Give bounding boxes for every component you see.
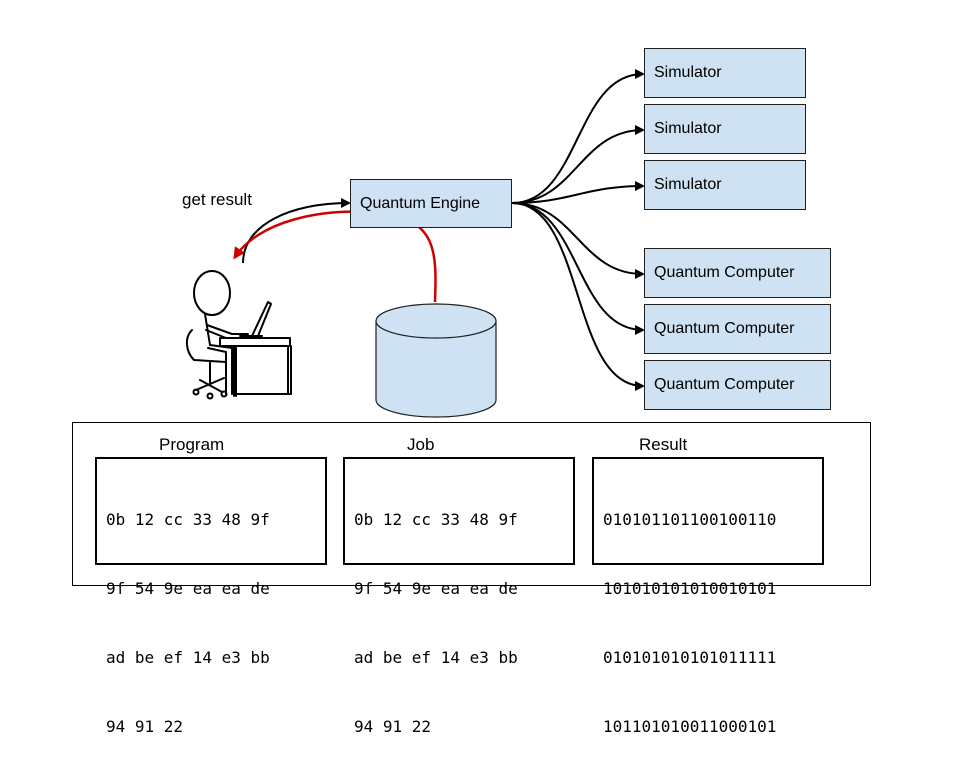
job-line: 94 91 22	[354, 717, 432, 736]
result-title: Result	[639, 435, 688, 454]
backend-label: Simulator	[654, 64, 722, 81]
backend-quantum-computer-3: Quantum Computer	[644, 360, 831, 410]
result-line: 010101010101011111	[603, 648, 777, 667]
arrow-to-simulator-3	[511, 181, 645, 204]
arrow-to-quantum-computer-2	[511, 202, 645, 335]
job-line: 0b 12 cc 33 48 9f	[354, 510, 518, 529]
backend-label: Simulator	[654, 120, 722, 137]
user-at-desk-icon	[186, 270, 292, 400]
arrow-to-simulator-1	[511, 69, 645, 204]
arrow-to-quantum-computer-3	[511, 202, 645, 391]
arrow-to-simulator-2	[511, 125, 645, 204]
database-icon	[375, 303, 497, 418]
backend-label: Quantum Computer	[654, 376, 795, 393]
engine-to-backend-arrows	[511, 69, 645, 391]
result-bits: 010101101100100110 101010101010010101 01…	[592, 457, 824, 736]
arrow-to-quantum-computer-1	[511, 202, 645, 279]
job-bytes: 0b 12 cc 33 48 9f 9f 54 9e ea ea de ad b…	[343, 457, 575, 736]
program-line: 94 91 22	[106, 717, 184, 736]
quantum-engine-label: Quantum Engine	[360, 194, 481, 212]
backend-label: Quantum Computer	[654, 320, 795, 337]
program-line: ad be ef 14 e3 bb	[106, 648, 270, 667]
program-bytes: 0b 12 cc 33 48 9f 9f 54 9e ea ea de ad b…	[95, 457, 327, 736]
backend-quantum-computer-1: Quantum Computer	[644, 248, 831, 298]
backend-simulator-1: Simulator	[644, 48, 806, 98]
result-line: 010101101100100110	[603, 510, 777, 529]
result-line: 101101010011000101	[603, 717, 777, 736]
backend-label: Quantum Computer	[654, 264, 795, 281]
job-title: Job	[407, 435, 435, 454]
backend-label: Simulator	[654, 176, 722, 193]
backend-simulator-3: Simulator	[644, 160, 806, 210]
backend-quantum-computer-2: Quantum Computer	[644, 304, 831, 354]
program-line: 0b 12 cc 33 48 9f	[106, 510, 270, 529]
job-line: ad be ef 14 e3 bb	[354, 648, 518, 667]
program-line: 9f 54 9e ea ea de	[106, 579, 270, 598]
get-result-label: get result	[182, 190, 252, 209]
result-line: 101010101010010101	[603, 579, 777, 598]
diagram-canvas	[186, 69, 645, 418]
quantum-engine-box: Quantum Engine	[350, 179, 512, 228]
backend-simulator-2: Simulator	[644, 104, 806, 154]
job-line: 9f 54 9e ea ea de	[354, 579, 518, 598]
submit-arrow	[242, 198, 351, 264]
program-title: Program	[159, 435, 225, 454]
